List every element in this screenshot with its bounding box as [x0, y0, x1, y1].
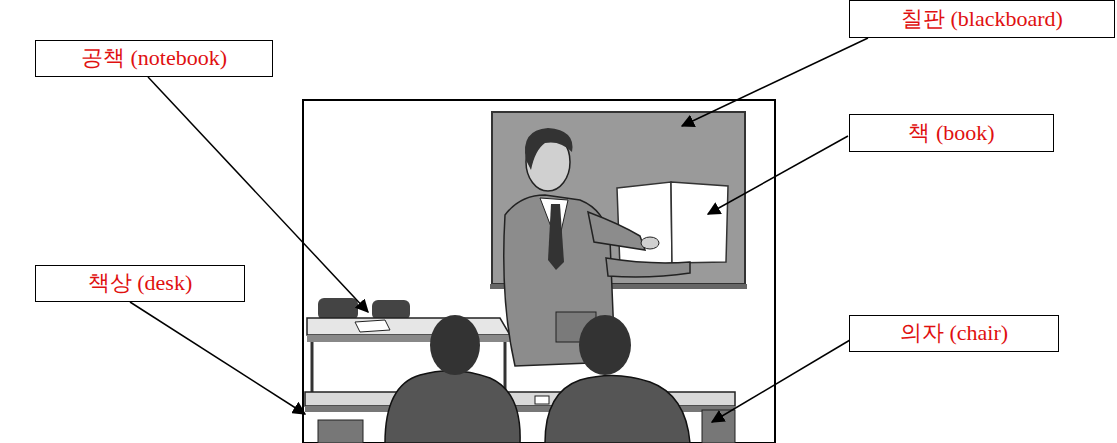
front-chair [702, 410, 735, 443]
notebook [355, 320, 390, 332]
student-head [579, 315, 631, 375]
student-body [545, 375, 690, 443]
label-text: 의자 (chair) [900, 321, 1008, 345]
leader-line [130, 302, 305, 414]
label-box: 책 (book) [849, 114, 1054, 152]
teacher-hair [525, 128, 573, 170]
label-text: 칠판 (blackboard) [901, 7, 1063, 31]
paper [535, 396, 549, 404]
label-box: 의자 (chair) [849, 315, 1059, 352]
back-desk [307, 318, 510, 335]
leader-line [682, 38, 868, 126]
label-text: 책 (book) [908, 121, 994, 145]
open-book-page [671, 182, 728, 263]
label-box: 책상 (desk) [35, 265, 245, 302]
teacher-tie [548, 204, 564, 270]
leader-line [712, 340, 850, 422]
student-body [385, 371, 520, 443]
student-head [430, 315, 480, 375]
leader-line [708, 136, 848, 214]
teacher-hand [641, 237, 659, 249]
label-box: 공책 (notebook) [35, 40, 273, 77]
desk-leg [311, 342, 314, 395]
teacher-arm [588, 212, 645, 250]
label-text: 공책 (notebook) [81, 46, 227, 70]
front-chair [318, 420, 363, 443]
teacher-arm [606, 258, 690, 277]
label-text: 책상 (desk) [88, 271, 192, 295]
back-chair [318, 298, 358, 320]
picture-frame [303, 100, 775, 443]
open-book-page [617, 182, 672, 268]
back-chair [372, 300, 410, 320]
label-box: 칠판 (blackboard) [849, 0, 1115, 38]
